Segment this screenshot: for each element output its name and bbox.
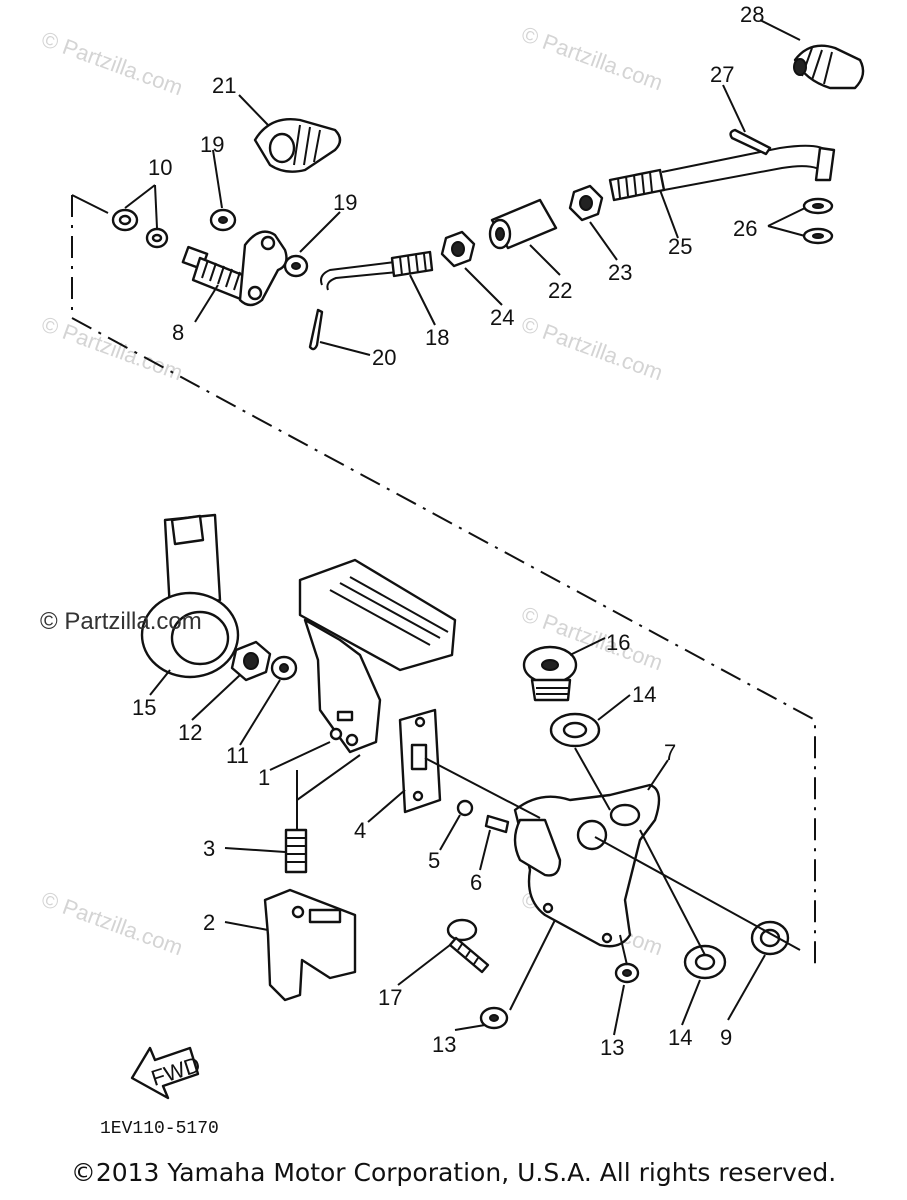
- part-9-washer: [750, 920, 790, 956]
- callout-4: 4: [354, 818, 366, 843]
- part-1-control-lever: [298, 558, 457, 754]
- callout-11: 11: [226, 743, 249, 768]
- callout-13: 13: [600, 1035, 624, 1060]
- callout-26: 26: [733, 216, 757, 241]
- callout-14: 14: [632, 682, 656, 707]
- callout-24: 24: [490, 305, 514, 330]
- callout-21: 21: [212, 73, 236, 98]
- callout-18: 18: [425, 325, 449, 350]
- part-6-detent-pin: [484, 814, 510, 834]
- assembly-outline: [71, 194, 816, 970]
- part-13-washer-left: [479, 1006, 509, 1030]
- callout-27: 27: [710, 62, 734, 87]
- watermark-prominent: © Partzilla.com: [40, 608, 202, 635]
- part-17-bolt: [446, 918, 490, 974]
- fwd-label: FWD: [148, 1052, 203, 1091]
- callout-5: 5: [428, 848, 440, 873]
- callout-6: 6: [470, 870, 482, 895]
- callout-7: 7: [664, 740, 676, 765]
- part-11-washer: [270, 655, 298, 681]
- callout-23: 23: [608, 260, 632, 285]
- part-14-washer-upper: [549, 712, 601, 748]
- callout-19: 19: [200, 132, 224, 157]
- part-18-shift-rod: [320, 250, 434, 291]
- callout-28: 28: [740, 2, 764, 27]
- part-3-spring: [284, 770, 308, 874]
- callout-9: 9: [720, 1025, 732, 1050]
- part-21-boot: [253, 118, 342, 173]
- callout-10: 10: [148, 155, 172, 180]
- part-16-bolt: [522, 645, 578, 702]
- callout-19: 19: [333, 190, 357, 215]
- part-25-shift-rod: [608, 144, 836, 202]
- part-14-washer-lower: [683, 944, 727, 980]
- part-10-washers: [111, 208, 169, 249]
- diagram-code: 1EV110-5170: [100, 1119, 219, 1139]
- part-4-detent-plate: [398, 708, 442, 814]
- callout-16: 16: [606, 630, 630, 655]
- part-2-bracket: [263, 888, 357, 1002]
- part-28-boot: [793, 44, 865, 90]
- part-19-washer-left: [209, 208, 237, 232]
- callouts: 10 19 21 19 8 18 20 24 22 23 25 27 28 26…: [132, 2, 764, 1060]
- watermark: © Partzilla.com: [518, 311, 666, 385]
- callout-12: 12: [178, 720, 202, 745]
- part-22-connector: [488, 198, 558, 250]
- copyright-notice: ©2013 Yamaha Motor Corporation, U.S.A. A…: [70, 1158, 837, 1187]
- callout-8: 8: [172, 320, 184, 345]
- leader-lines: [124, 19, 806, 1036]
- callout-14: 14: [668, 1025, 692, 1050]
- part-7-shift-housing: [513, 783, 661, 948]
- watermark: © Partzilla.com: [38, 886, 186, 960]
- watermark: © Partzilla.com: [38, 26, 186, 100]
- callout-3: 3: [203, 836, 215, 861]
- part-19-washer-right: [283, 254, 309, 278]
- part-5-ball: [456, 799, 474, 817]
- part-12-nut: [230, 640, 272, 682]
- part-shift-lever: [238, 230, 288, 307]
- callout-1: 1: [258, 765, 270, 790]
- callout-25: 25: [668, 234, 692, 259]
- part-23-nut: [568, 184, 604, 222]
- part-27-cotter-pin: [729, 128, 772, 156]
- assembly-lines: [296, 747, 801, 1011]
- part-24-nut: [440, 230, 476, 268]
- watermark: © Partzilla.com: [518, 21, 666, 95]
- part-20-cotter-pin: [308, 308, 324, 351]
- part-13-washer-right: [614, 962, 640, 984]
- part-15-collar: [140, 513, 240, 679]
- callout-13: 13: [432, 1032, 456, 1057]
- fwd-arrow: FWD: [130, 1046, 203, 1100]
- callout-17: 17: [378, 985, 402, 1010]
- part-26-washers: [802, 197, 834, 245]
- callout-15: 15: [132, 695, 156, 720]
- callout-20: 20: [372, 345, 396, 370]
- callout-2: 2: [203, 910, 215, 935]
- watermark: © Partzilla.com: [38, 311, 186, 385]
- callout-22: 22: [548, 278, 572, 303]
